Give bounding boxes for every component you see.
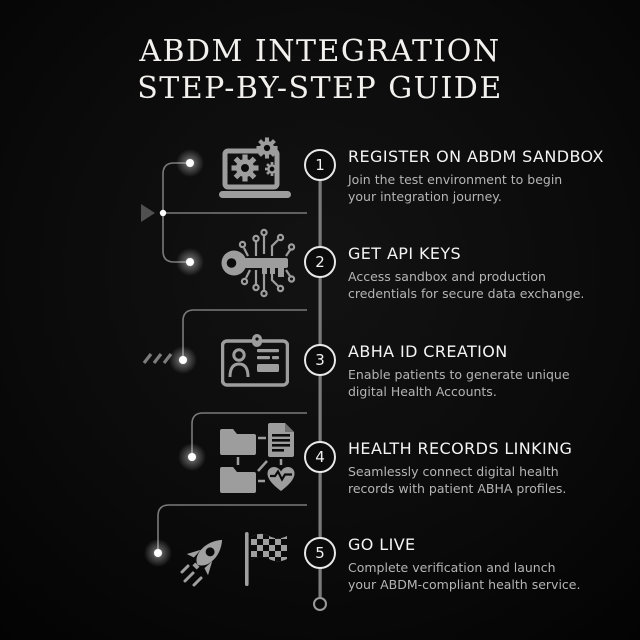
step-4-number-circle: 4 bbox=[304, 441, 336, 473]
step-description: Enable patients to generate unique digit… bbox=[348, 367, 570, 399]
slash-dashes-icon bbox=[142, 353, 173, 364]
title-line-1: ABDM INTEGRATION bbox=[139, 34, 501, 69]
title-line-2: STEP-BY-STEP GUIDE bbox=[137, 71, 503, 106]
step-title: GET API KEYS bbox=[348, 244, 462, 263]
step-description: Seamlessly connect digital health record… bbox=[348, 464, 567, 496]
step-number: 3 bbox=[315, 350, 325, 369]
step-1-content: REGISTER ON ABDM SANDBOX Join the test e… bbox=[348, 147, 616, 205]
step-description: Join the test environment to begin your … bbox=[348, 172, 563, 204]
step-title: HEALTH RECORDS LINKING bbox=[348, 439, 573, 458]
step-2-number-circle: 2 bbox=[304, 246, 336, 278]
key-circuit-icon bbox=[220, 226, 298, 304]
step-4-content: HEALTH RECORDS LINKING Seamlessly connec… bbox=[348, 439, 616, 497]
laptop-gears-icon bbox=[216, 137, 294, 207]
step-number: 5 bbox=[315, 543, 325, 562]
step-number: 4 bbox=[315, 447, 325, 466]
step-3-number-circle: 3 bbox=[304, 344, 336, 376]
rocket-icon bbox=[180, 530, 232, 592]
step-5-number-circle: 5 bbox=[304, 537, 336, 569]
step-3-content: ABHA ID CREATION Enable patients to gene… bbox=[348, 342, 616, 400]
step-description: Complete verification and launch your AB… bbox=[348, 560, 581, 592]
step-2-content: GET API KEYS Access sandbox and producti… bbox=[348, 244, 616, 302]
step-5-content: GO LIVE Complete verification and launch… bbox=[348, 535, 616, 593]
step-description: Access sandbox and production credential… bbox=[348, 269, 585, 301]
timeline-bar bbox=[318, 165, 322, 597]
folders-health-records-icon bbox=[218, 423, 300, 505]
id-card-icon bbox=[220, 333, 290, 391]
step-title: ABHA ID CREATION bbox=[348, 342, 508, 361]
step-title: GO LIVE bbox=[348, 535, 416, 554]
junction-dot bbox=[159, 209, 167, 217]
step-1-number-circle: 1 bbox=[304, 149, 336, 181]
step-number: 2 bbox=[315, 252, 325, 271]
timeline-end-circle bbox=[313, 597, 327, 611]
step-number: 1 bbox=[315, 155, 325, 174]
step-title: REGISTER ON ABDM SANDBOX bbox=[348, 147, 604, 166]
glow-dots bbox=[144, 149, 206, 567]
page-title: ABDM INTEGRATION STEP-BY-STEP GUIDE bbox=[0, 33, 640, 107]
left-arrow-icon bbox=[141, 204, 155, 222]
checkered-flag-icon bbox=[243, 531, 289, 592]
